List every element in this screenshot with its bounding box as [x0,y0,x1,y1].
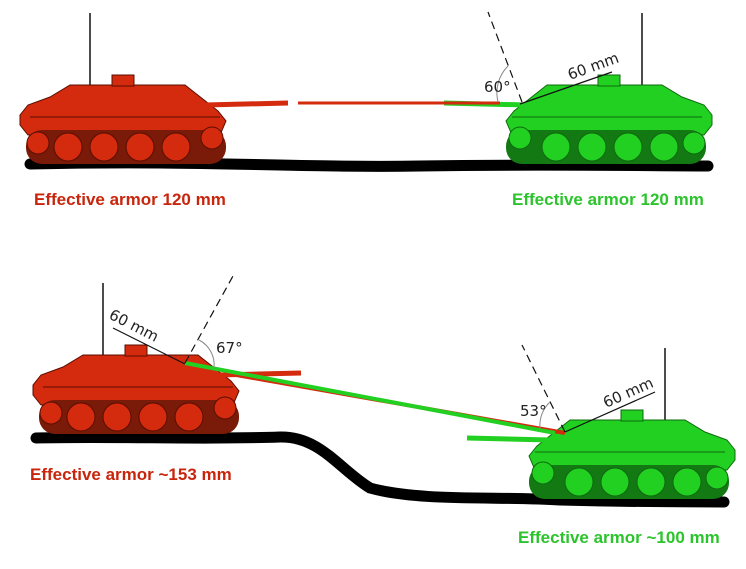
thickness-line-left [112,327,186,365]
thickness-label-left: 60 mm [106,306,161,346]
ground-slope [30,431,730,508]
angle-label-left: 67° [216,339,243,357]
angle-arc-left [198,339,215,369]
normal-dashed-top [487,11,523,103]
green-shot-line-bottom [184,361,556,435]
angle-label-right: 53° [520,402,547,420]
normal-dashed-right [521,344,566,433]
thickness-line-top [519,71,613,105]
angle-arc-right [539,401,551,429]
red-tank-bottom [33,283,301,434]
red-effective-armor-top: Effective armor 120 mm [34,190,226,209]
green-effective-armor-top: Effective armor 120 mm [512,190,704,209]
red-effective-armor-bottom: Effective armor ~153 mm [30,465,232,484]
angle-label-top: 60° [484,78,511,96]
thickness-label-right: 60 mm [600,374,656,412]
green-effective-armor-bottom: Effective armor ~100 mm [518,528,720,547]
red-tank-top [20,13,288,164]
thickness-line-right [564,391,656,433]
normal-dashed-left [184,275,234,364]
angle-arc-top [496,65,509,103]
